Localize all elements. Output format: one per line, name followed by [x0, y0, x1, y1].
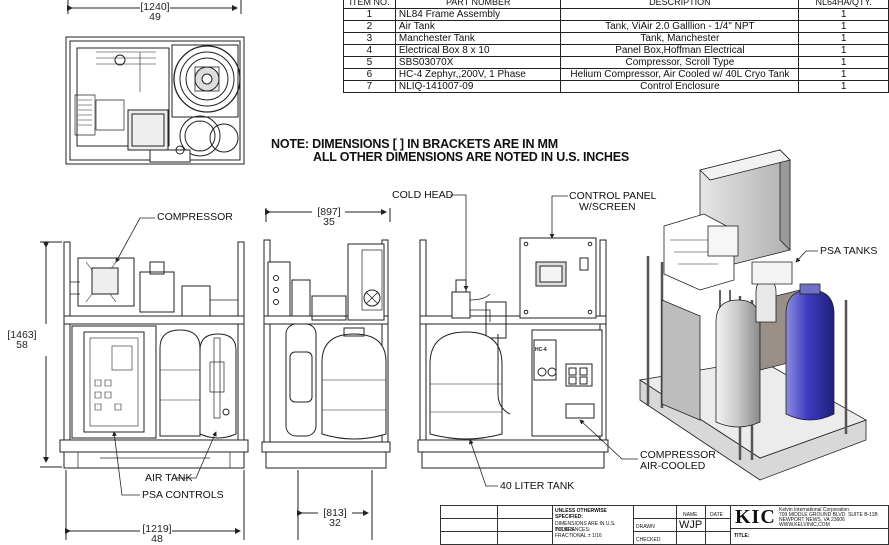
- bom-cell-part: Manchester Tank: [394, 32, 562, 45]
- bom-header-part: PART NUMBER: [394, 0, 562, 9]
- tb-unless: UNLESS OTHERWISE SPECIFIED:: [555, 508, 607, 520]
- label-cold-head: COLD HEAD: [392, 189, 454, 201]
- tb-company-cell: KIC Kelvin International Corporation 709…: [730, 505, 889, 529]
- bom-cell-item: 2: [343, 20, 396, 33]
- bom-cell-qty: 1: [798, 80, 889, 93]
- title-block: UNLESS OTHERWISE SPECIFIED: DIMENSIONS A…: [440, 505, 889, 545]
- bom-cell-desc: Compressor, Scroll Type: [560, 56, 800, 69]
- bom-cell-qty: 1: [798, 32, 889, 45]
- bom-cell-desc: Panel Box,Hoffman Electrical: [560, 44, 800, 57]
- label-40-liter-tank: 40 LITER TANK: [500, 480, 575, 492]
- kic-logo: KIC: [735, 506, 776, 528]
- bom-cell-desc: Control Enclosure: [560, 80, 800, 93]
- bom-cell-part: NLIQ-141007-09: [394, 80, 562, 93]
- label-compressor: COMPRESSOR: [157, 211, 233, 223]
- side-depth-dimension: [897] 35: [317, 206, 341, 228]
- bom-cell-item: 4: [343, 44, 396, 57]
- label-control-panel: CONTROL PANEL W/SCREEN: [569, 190, 657, 213]
- tb-spec-cell: UNLESS OTHERWISE SPECIFIED: DIMENSIONS A…: [552, 505, 634, 545]
- bom-header-row: ITEM NO. PART NUMBER DESCRIPTION NL64HA/…: [343, 0, 889, 9]
- tb-drawn-name: WJP: [679, 519, 703, 531]
- tb-address1: 709 MIDDLE GROUND BLVD. SUITE B-11B: [779, 512, 878, 518]
- bom-cell-qty: 1: [798, 20, 889, 33]
- tb-website: WWW.KELVINIC.COM: [779, 522, 830, 528]
- bom-cell-item: 6: [343, 68, 396, 81]
- side-base-dimension: [813] 32: [323, 507, 347, 529]
- note-line-1: NOTE: DIMENSIONS [ ] IN BRACKETS ARE IN …: [271, 137, 558, 151]
- bom-cell-part: NL84 Frame Assembly: [394, 8, 562, 21]
- bom-cell-desc: [560, 8, 800, 21]
- bom-cell-item: 1: [343, 8, 396, 21]
- bom-cell-item: 3: [343, 32, 396, 45]
- tb-checked-label: CHECKED: [636, 537, 661, 543]
- bom-header-description: DESCRIPTION: [560, 0, 800, 9]
- bom-cell-qty: 1: [798, 56, 889, 69]
- bom-cell-desc: Helium Compressor, Air Cooled w/ 40L Cry…: [560, 68, 800, 81]
- callout-leaders: [112, 194, 818, 496]
- front-view: [40, 241, 249, 540]
- rear-view: [417, 237, 609, 469]
- dimension-note: NOTE: DIMENSIONS [ ] IN BRACKETS ARE IN …: [271, 138, 629, 164]
- bom-cell-qty: 1: [798, 8, 889, 21]
- side-view: [261, 208, 391, 540]
- bom-cell-qty: 1: [798, 44, 889, 57]
- tb-name-header: NAME: [683, 512, 698, 518]
- label-air-tank: AIR TANK: [145, 472, 193, 484]
- tb-fractional: FRACTIONAL ± 1/16: [555, 533, 602, 539]
- tb-dims-in: DIMENSIONS ARE IN U.S. INCHES: [555, 521, 616, 533]
- label-hc4-mark: HC-4: [535, 347, 547, 353]
- bill-of-materials-table: ITEM NO. PART NUMBER DESCRIPTION NL64HA/…: [343, 0, 889, 93]
- bom-cell-part: Electrical Box 8 x 10: [394, 44, 562, 57]
- front-width-dimension: [1219] 48: [142, 523, 172, 545]
- tb-company: Kelvin International Corporation: [779, 507, 850, 513]
- tb-tolerances: TOLERANCES:: [555, 527, 591, 533]
- top-width-dimension: [1240] 49: [140, 1, 170, 23]
- bom-cell-desc: Tank, ViAir 2.0 Galllion - 1/4" NPT: [560, 20, 800, 33]
- height-dimension: [1463] 58: [7, 329, 37, 351]
- top-view: [65, 0, 245, 165]
- tb-date-header: DATE: [710, 512, 723, 518]
- label-compressor-air-cooled: COMPRESSOR AIR-COOLED: [640, 449, 716, 472]
- label-psa-tanks: PSA TANKS: [820, 245, 878, 257]
- bom-cell-item: 5: [343, 56, 396, 69]
- note-line-2: ALL OTHER DIMENSIONS ARE NOTED IN U.S. I…: [313, 150, 630, 164]
- tb-address2: NEWPORT NEWS, VA 23606: [779, 517, 845, 523]
- bom-cell-qty: 1: [798, 68, 889, 81]
- bom-header-qty: NL64HA/QTY.: [798, 0, 889, 9]
- isometric-view: [638, 149, 867, 481]
- bom-cell-part: HC-4 Zephyr,,200V, 1 Phase: [394, 68, 562, 81]
- bom-cell-part: Air Tank: [394, 20, 562, 33]
- bom-cell-desc: Tank, Manchester: [560, 32, 800, 45]
- bom-cell-part: SBS03070X: [394, 56, 562, 69]
- tb-drawn-label: DRAWN: [636, 524, 655, 530]
- tb-title-label: TITLE:: [734, 533, 750, 539]
- bom-header-item: ITEM NO.: [343, 0, 396, 9]
- label-psa-controls: PSA CONTROLS: [142, 489, 224, 501]
- bom-cell-item: 7: [343, 80, 396, 93]
